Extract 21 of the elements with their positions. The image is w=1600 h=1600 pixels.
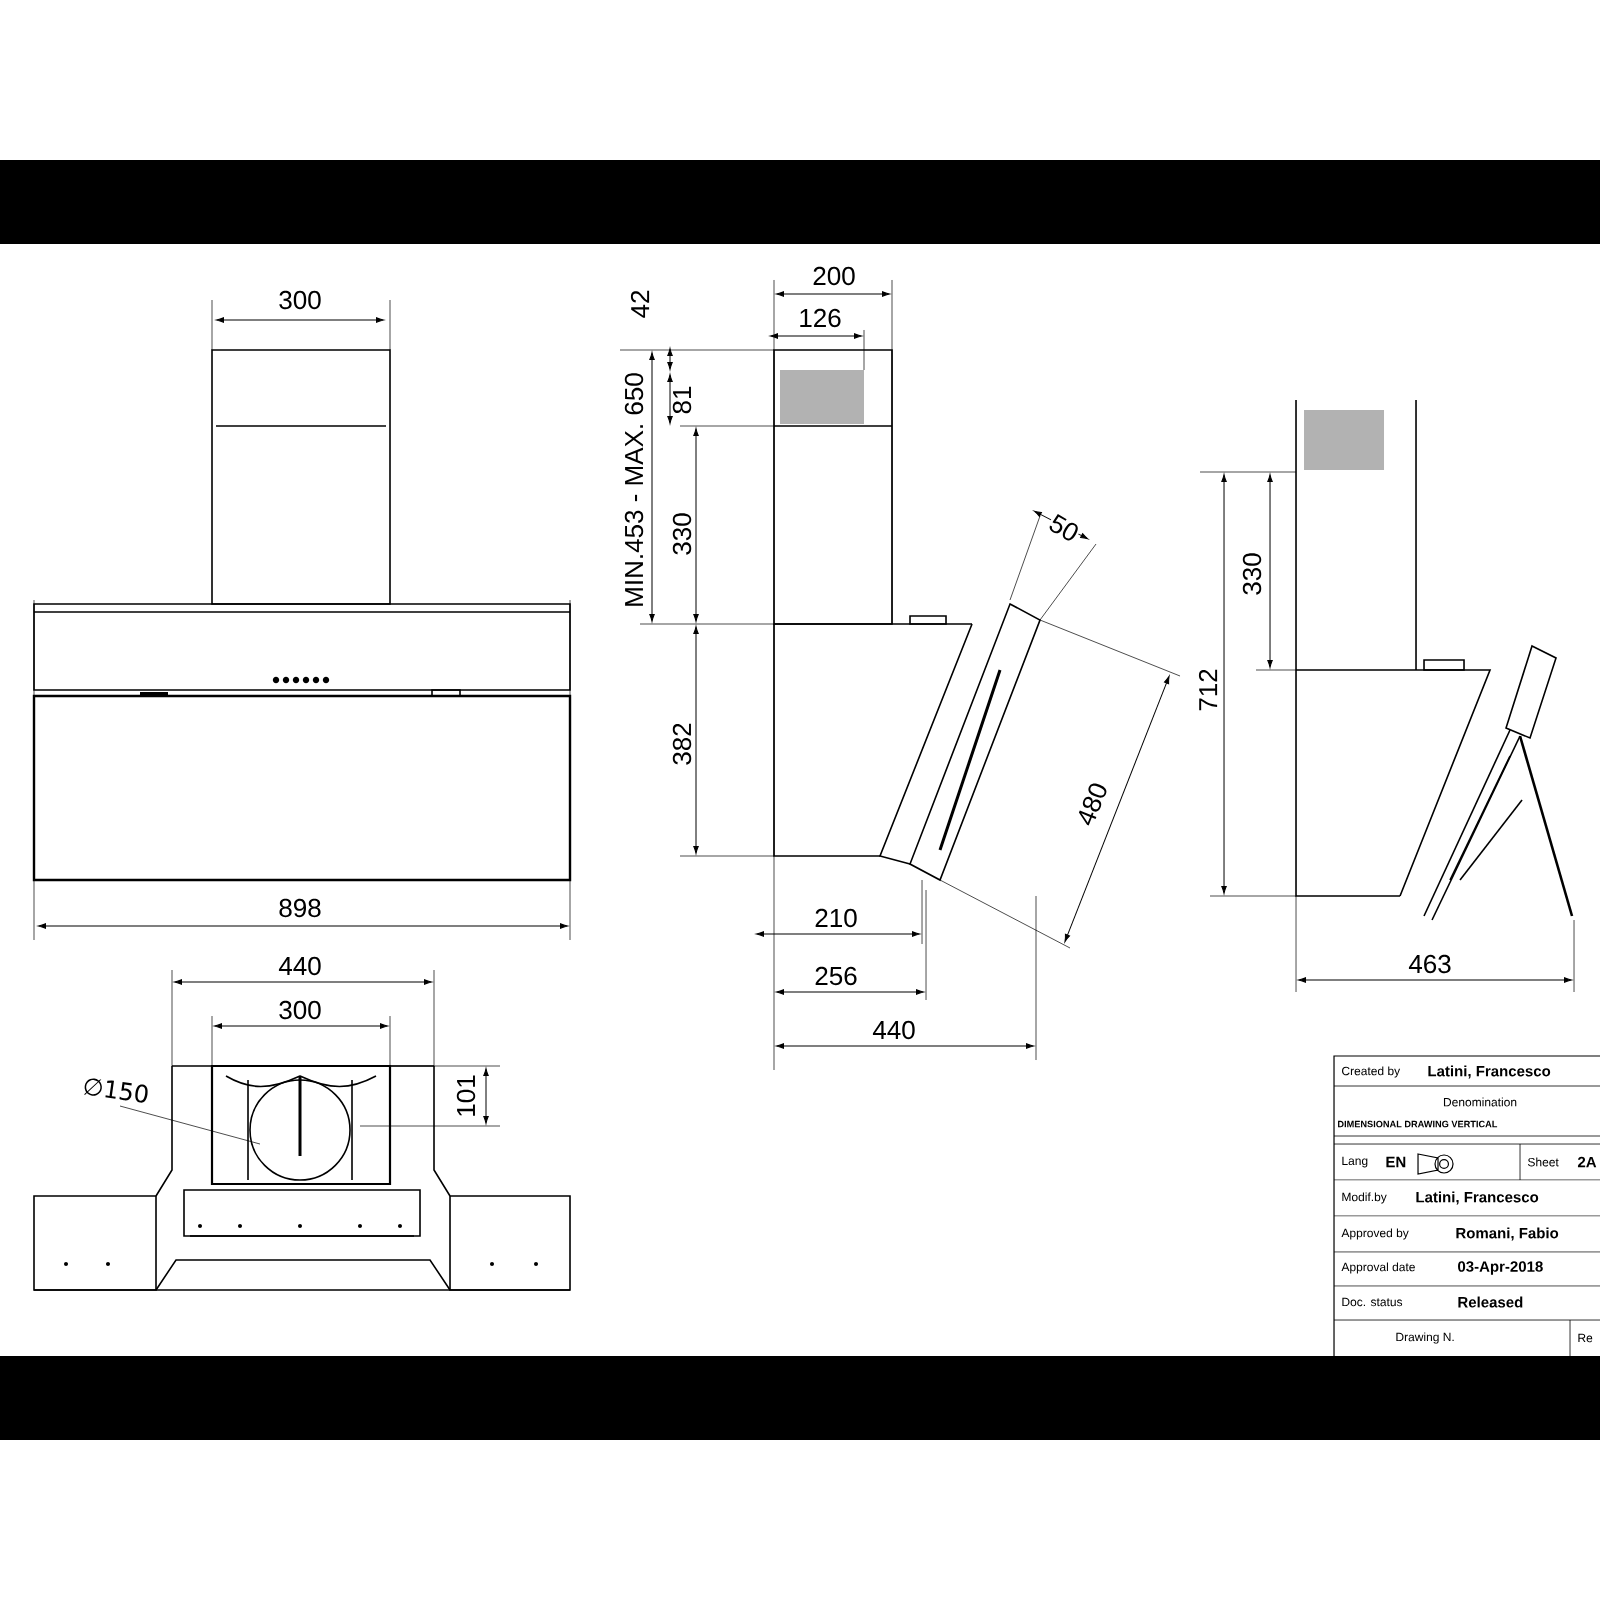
dimension-label: 42 <box>629 288 651 320</box>
dimension-label: 480 <box>1074 779 1110 829</box>
dimension-label: 382 <box>671 721 693 767</box>
dimension-label: 210 <box>813 907 859 929</box>
dimension-label: MIN.453 - MAX. 650 <box>623 371 645 609</box>
dimension-label: 300 <box>277 289 323 311</box>
dimension-label: 440 <box>871 1019 917 1041</box>
dimension-label: 463 <box>1407 953 1453 975</box>
dimension-label: 440 <box>277 955 323 977</box>
dimension-label: 330 <box>1241 551 1263 597</box>
dimension-label: ∅150 <box>80 1075 152 1105</box>
dimension-label: 126 <box>797 307 843 329</box>
dimension-label: 712 <box>1197 667 1219 713</box>
dimension-label: 200 <box>811 265 857 287</box>
dimension-label: 330 <box>671 511 693 557</box>
dimension-label: 898 <box>277 897 323 919</box>
dimension-label: 101 <box>455 1073 477 1119</box>
dimension-label: 81 <box>671 384 693 416</box>
dimension-label: 256 <box>813 965 859 987</box>
dimension-label: 300 <box>277 999 323 1021</box>
dimension-label: 50 <box>1045 511 1083 545</box>
